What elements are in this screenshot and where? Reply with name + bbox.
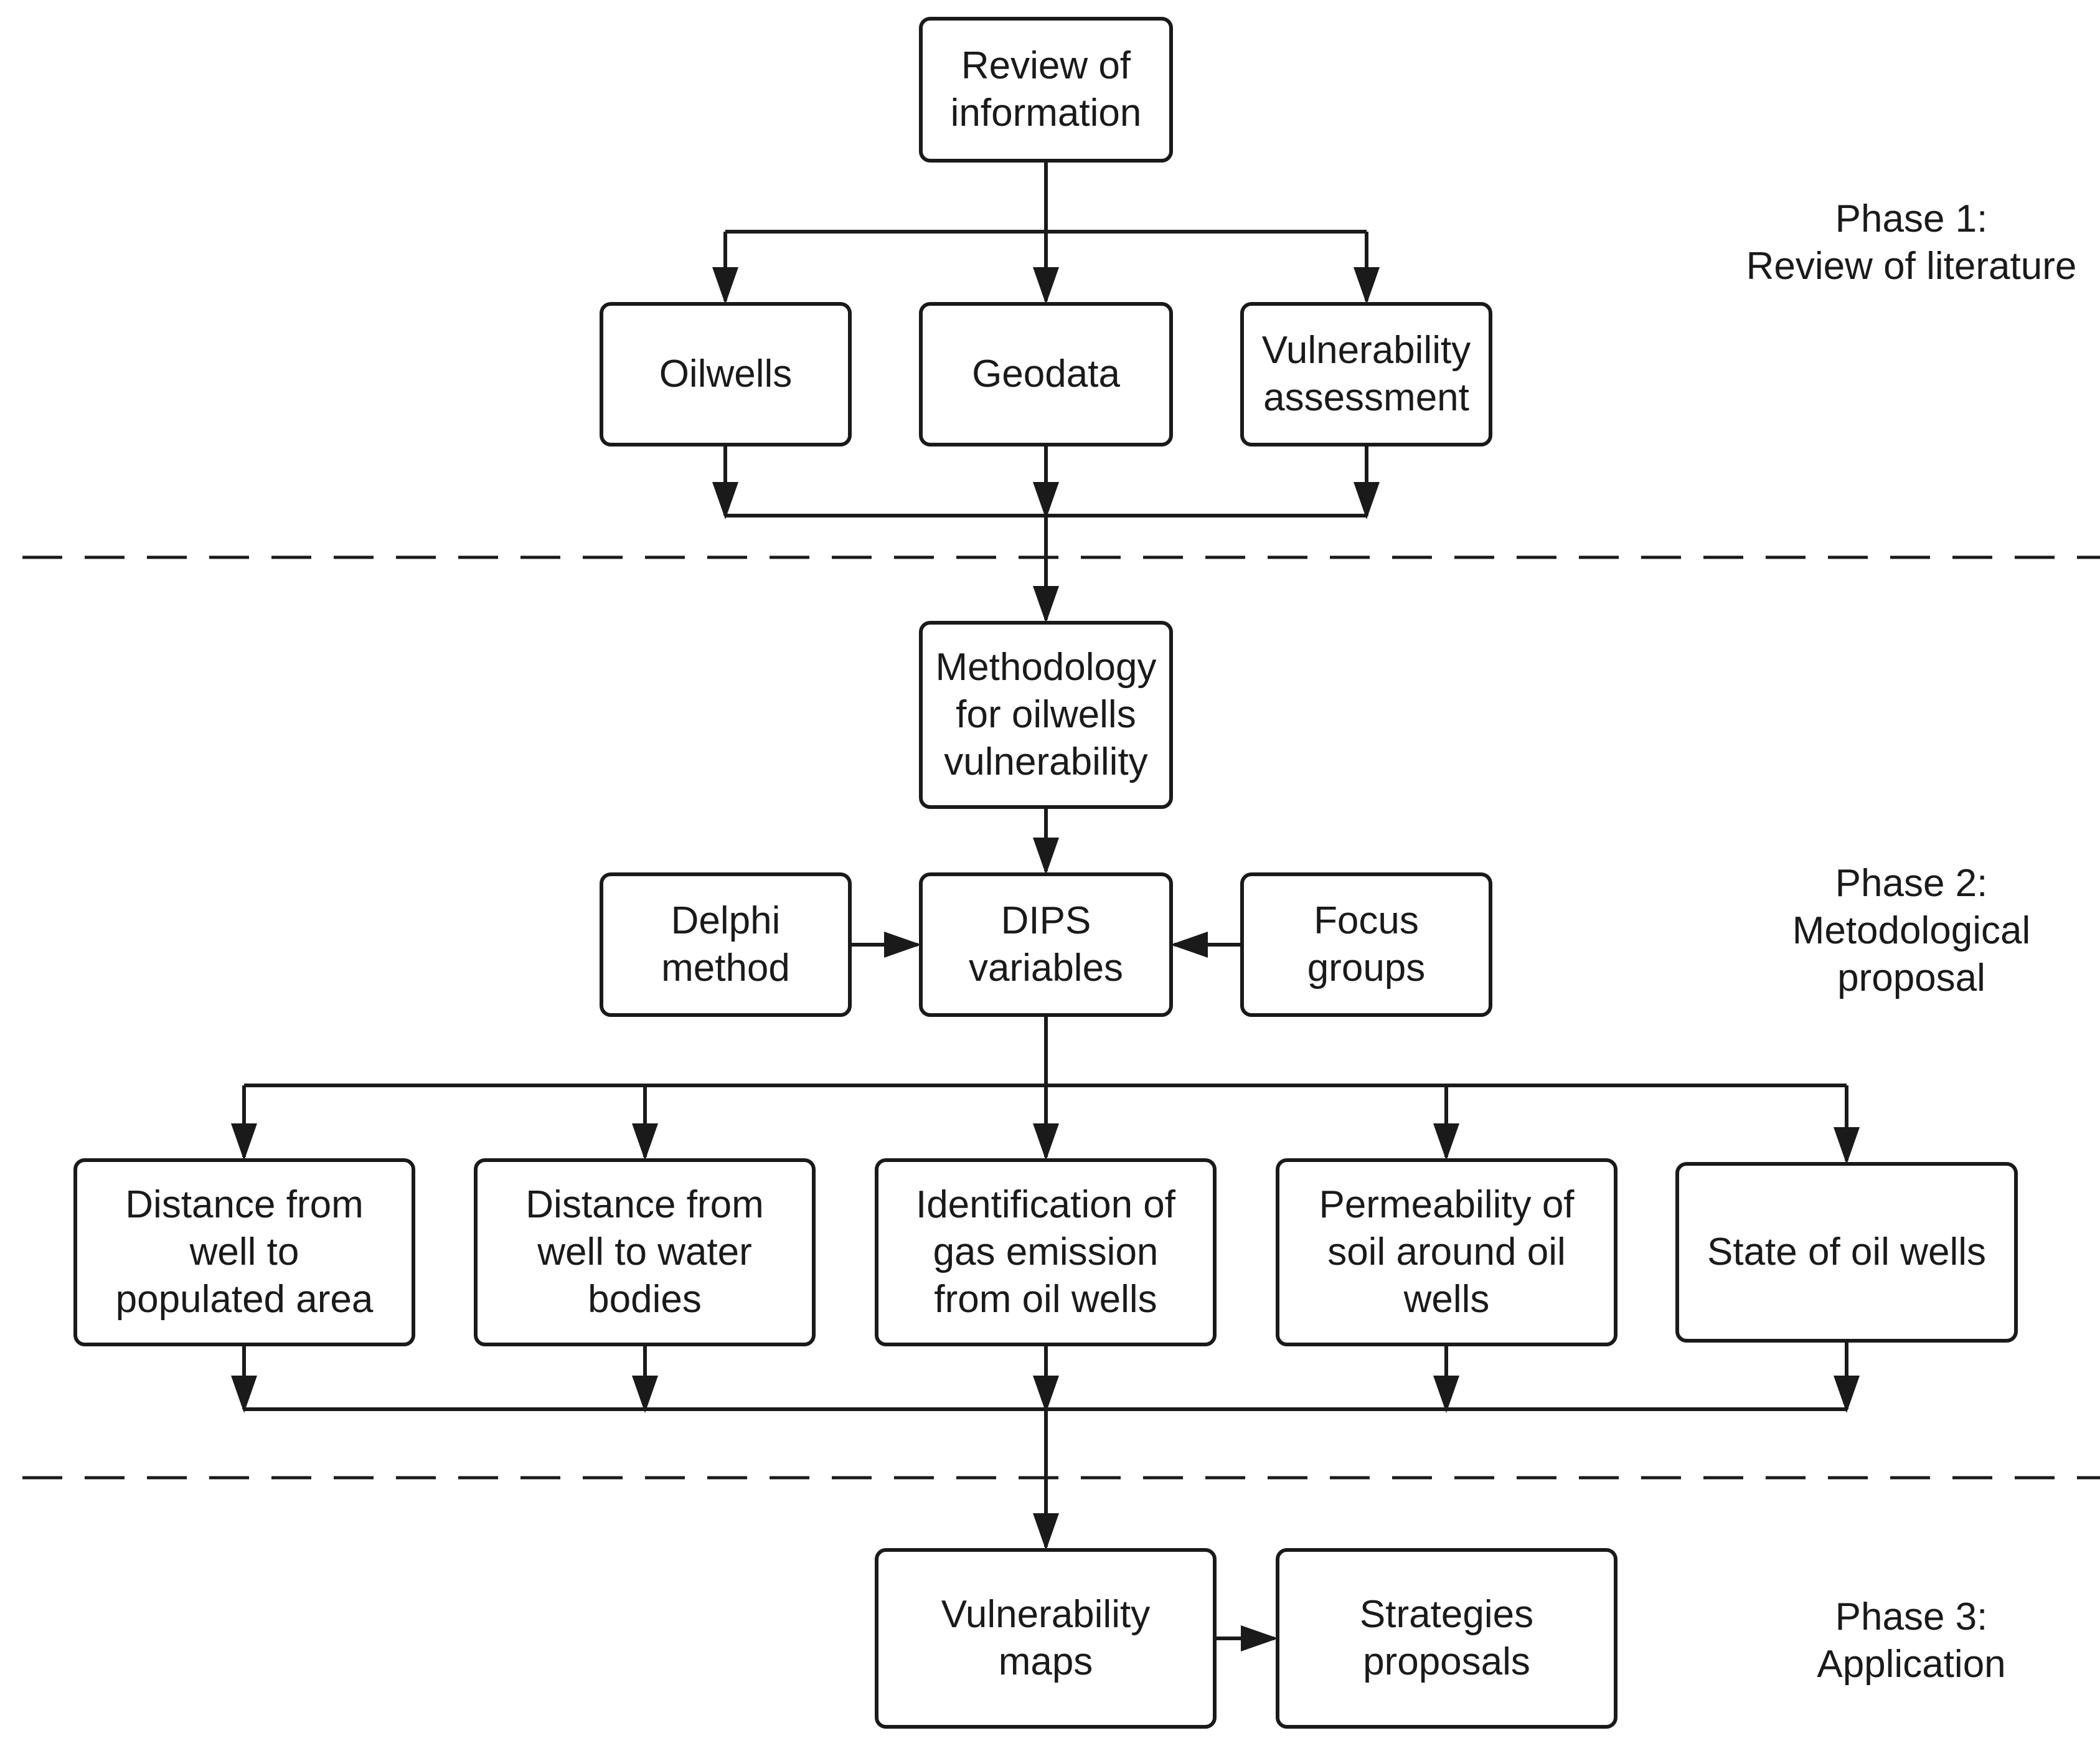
gas-emission-label: Identification of gas emission from oil … [915, 1183, 1176, 1321]
distance-water-bodies-box: Distance from well to water bodies [474, 1158, 816, 1346]
dips-variables-label: DIPS variables [968, 899, 1124, 990]
dips-variables-box: DIPS variables [919, 872, 1173, 1017]
review-of-information-box: Review of information [919, 17, 1173, 163]
state-of-oil-wells-box: State of oil wells [1675, 1162, 2018, 1343]
distance-populated-area-box: Distance from well to populated area [73, 1158, 415, 1346]
oilwells-label: Oilwells [659, 352, 793, 395]
delphi-method-box: Delphi method [600, 872, 852, 1017]
phase-3-text: Phase 3: Application [1817, 1595, 2006, 1686]
methodology-label: Methodology for oilwells vulnerability [935, 646, 1157, 783]
focus-groups-box: Focus groups [1240, 872, 1492, 1017]
soil-permeability-label: Permeability of soil around oil wells [1319, 1183, 1575, 1321]
delphi-method-label: Delphi method [661, 899, 790, 990]
vulnerability-maps-label: Vulnerability maps [941, 1593, 1151, 1683]
methodology-box: Methodology for oilwells vulnerability [919, 621, 1173, 809]
strategies-proposals-box: Strategies proposals [1276, 1548, 1617, 1729]
vulnerability-assessment-label: Vulnerability assessment [1261, 329, 1471, 419]
review-of-information-label: Review of information [950, 44, 1142, 135]
phase-2-label: Phase 2: Metodological proposal [1718, 853, 2100, 1009]
focus-groups-label: Focus groups [1307, 899, 1426, 990]
soil-permeability-box: Permeability of soil around oil wells [1276, 1158, 1617, 1346]
state-of-oil-wells-label: State of oil wells [1707, 1230, 1986, 1273]
phase-1-text: Phase 1: Review of literature [1746, 197, 2077, 288]
phase-2-text: Phase 2: Metodological proposal [1792, 862, 2031, 999]
geodata-box: Geodata [919, 302, 1173, 446]
phase-3-label: Phase 3: Application [1718, 1585, 2100, 1697]
phase-1-label: Phase 1: Review of literature [1718, 187, 2100, 299]
strategies-proposals-label: Strategies proposals [1359, 1593, 1534, 1683]
oilwells-box: Oilwells [600, 302, 852, 446]
vulnerability-maps-box: Vulnerability maps [875, 1548, 1217, 1729]
geodata-label: Geodata [972, 352, 1120, 395]
distance-populated-area-label: Distance from well to populated area [115, 1183, 374, 1321]
vulnerability-assessment-box: Vulnerability assessment [1240, 302, 1492, 446]
distance-water-bodies-label: Distance from well to water bodies [525, 1183, 764, 1321]
gas-emission-box: Identification of gas emission from oil … [875, 1158, 1217, 1346]
